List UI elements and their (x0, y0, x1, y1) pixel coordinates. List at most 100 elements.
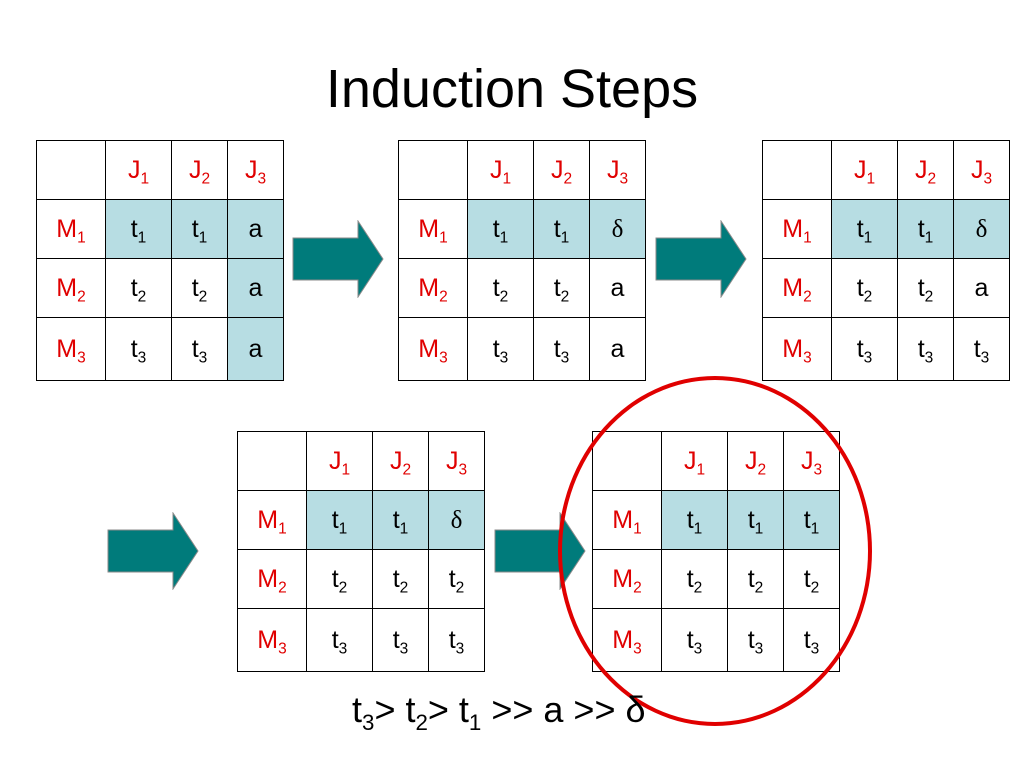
header-letter: M (56, 273, 78, 302)
cell-subscript: 3 (499, 348, 509, 366)
cell-value: t (448, 625, 456, 654)
cell-subscript: 1 (399, 519, 409, 537)
matrix-cell: t1 (372, 490, 429, 550)
row-header: M2 (762, 258, 832, 318)
cell-value: t (492, 214, 500, 243)
matrix-cell: t3 (467, 317, 534, 381)
cell-value: t (191, 214, 199, 243)
header-letter: M (257, 505, 279, 534)
cell-subscript: 2 (863, 287, 873, 305)
header-letter: J (389, 446, 403, 475)
matrix-cell: a (589, 258, 646, 318)
row-header: M1 (398, 199, 468, 259)
header-index: 3 (257, 169, 267, 187)
row-header: M3 (398, 317, 468, 381)
header-letter: M (782, 273, 804, 302)
cell-value: a (974, 273, 989, 302)
matrix-cell: t2 (171, 258, 228, 318)
column-header: J1 (467, 140, 534, 200)
cell-value: t (130, 334, 138, 363)
header-index: 2 (803, 287, 812, 305)
header-index: 1 (278, 519, 287, 537)
caption-part: > t (374, 689, 416, 730)
cell-subscript: 1 (863, 228, 873, 246)
cell-subscript: 2 (924, 287, 934, 305)
row-header: M3 (36, 317, 106, 381)
slide-title: Induction Steps (325, 59, 699, 119)
matrix-cell: t2 (897, 258, 954, 318)
right-arrow-icon (292, 220, 384, 298)
cell-value: t (392, 625, 400, 654)
row-header: M3 (237, 608, 307, 672)
header-index: 2 (278, 578, 287, 596)
header-index: 2 (201, 169, 211, 187)
right-arrow-icon (107, 512, 199, 590)
cell-subscript: 3 (399, 639, 409, 657)
column-header: J2 (897, 140, 954, 200)
matrix-cell: t1 (105, 199, 172, 259)
row-header: M3 (762, 317, 832, 381)
matrix-cell: t3 (831, 317, 898, 381)
cell-value: t (492, 273, 500, 302)
corner-cell (237, 431, 307, 491)
caption-part: > t (427, 689, 469, 730)
right-arrow-icon (655, 220, 747, 298)
matrix-cell: t3 (897, 317, 954, 381)
cell-subscript: 2 (399, 578, 409, 596)
cell-value: t (917, 273, 925, 302)
header-letter: J (606, 155, 620, 184)
ordering-caption: t3> t2> t1 >> a >> δ (352, 689, 646, 734)
matrix-cell: δ (428, 490, 485, 550)
matrix-cell: t1 (897, 199, 954, 259)
cell-value: t (553, 334, 561, 363)
header-letter: J (127, 155, 141, 184)
column-header: J1 (831, 140, 898, 200)
header-letter: M (782, 334, 804, 363)
matrix-cell: t2 (372, 549, 429, 609)
cell-value: δ (975, 215, 988, 243)
cell-subscript: 3 (338, 639, 348, 657)
cell-subscript: 3 (198, 348, 208, 366)
header-index: 3 (458, 460, 468, 478)
header-index: 2 (439, 287, 448, 305)
cell-value: t (856, 214, 864, 243)
column-header: J2 (533, 140, 590, 200)
header-index: 2 (402, 460, 412, 478)
row-header: M1 (237, 490, 307, 550)
corner-cell (36, 140, 106, 200)
cell-value: t (331, 505, 339, 534)
cell-subscript: 2 (137, 287, 147, 305)
header-index: 3 (77, 348, 86, 366)
header-index: 2 (77, 287, 86, 305)
header-index: 3 (439, 348, 448, 366)
header-letter: J (328, 446, 342, 475)
cell-value: t (448, 564, 456, 593)
cell-subscript: 2 (499, 287, 509, 305)
header-letter: J (853, 155, 867, 184)
cell-value: δ (611, 215, 624, 243)
header-index: 1 (341, 460, 351, 478)
cell-value: t (392, 564, 400, 593)
header-letter: M (56, 334, 78, 363)
column-header: J3 (953, 140, 1010, 200)
header-index: 1 (866, 169, 876, 187)
cell-subscript: 3 (560, 348, 570, 366)
matrix-cell: t2 (105, 258, 172, 318)
header-letter: J (188, 155, 202, 184)
header-index: 1 (502, 169, 512, 187)
cell-subscript: 1 (499, 228, 509, 246)
column-header: J3 (428, 431, 485, 491)
caption-part: t (352, 689, 363, 730)
cell-value: a (248, 273, 263, 302)
caption-part: >> a >> δ (481, 689, 646, 730)
matrix-cell: δ (953, 199, 1010, 259)
cell-subscript: 2 (338, 578, 348, 596)
cell-value: δ (450, 506, 463, 534)
header-letter: M (782, 214, 804, 243)
header-letter: M (257, 625, 279, 654)
cell-value: t (917, 334, 925, 363)
cell-subscript: 2 (455, 578, 465, 596)
cell-value: t (553, 273, 561, 302)
